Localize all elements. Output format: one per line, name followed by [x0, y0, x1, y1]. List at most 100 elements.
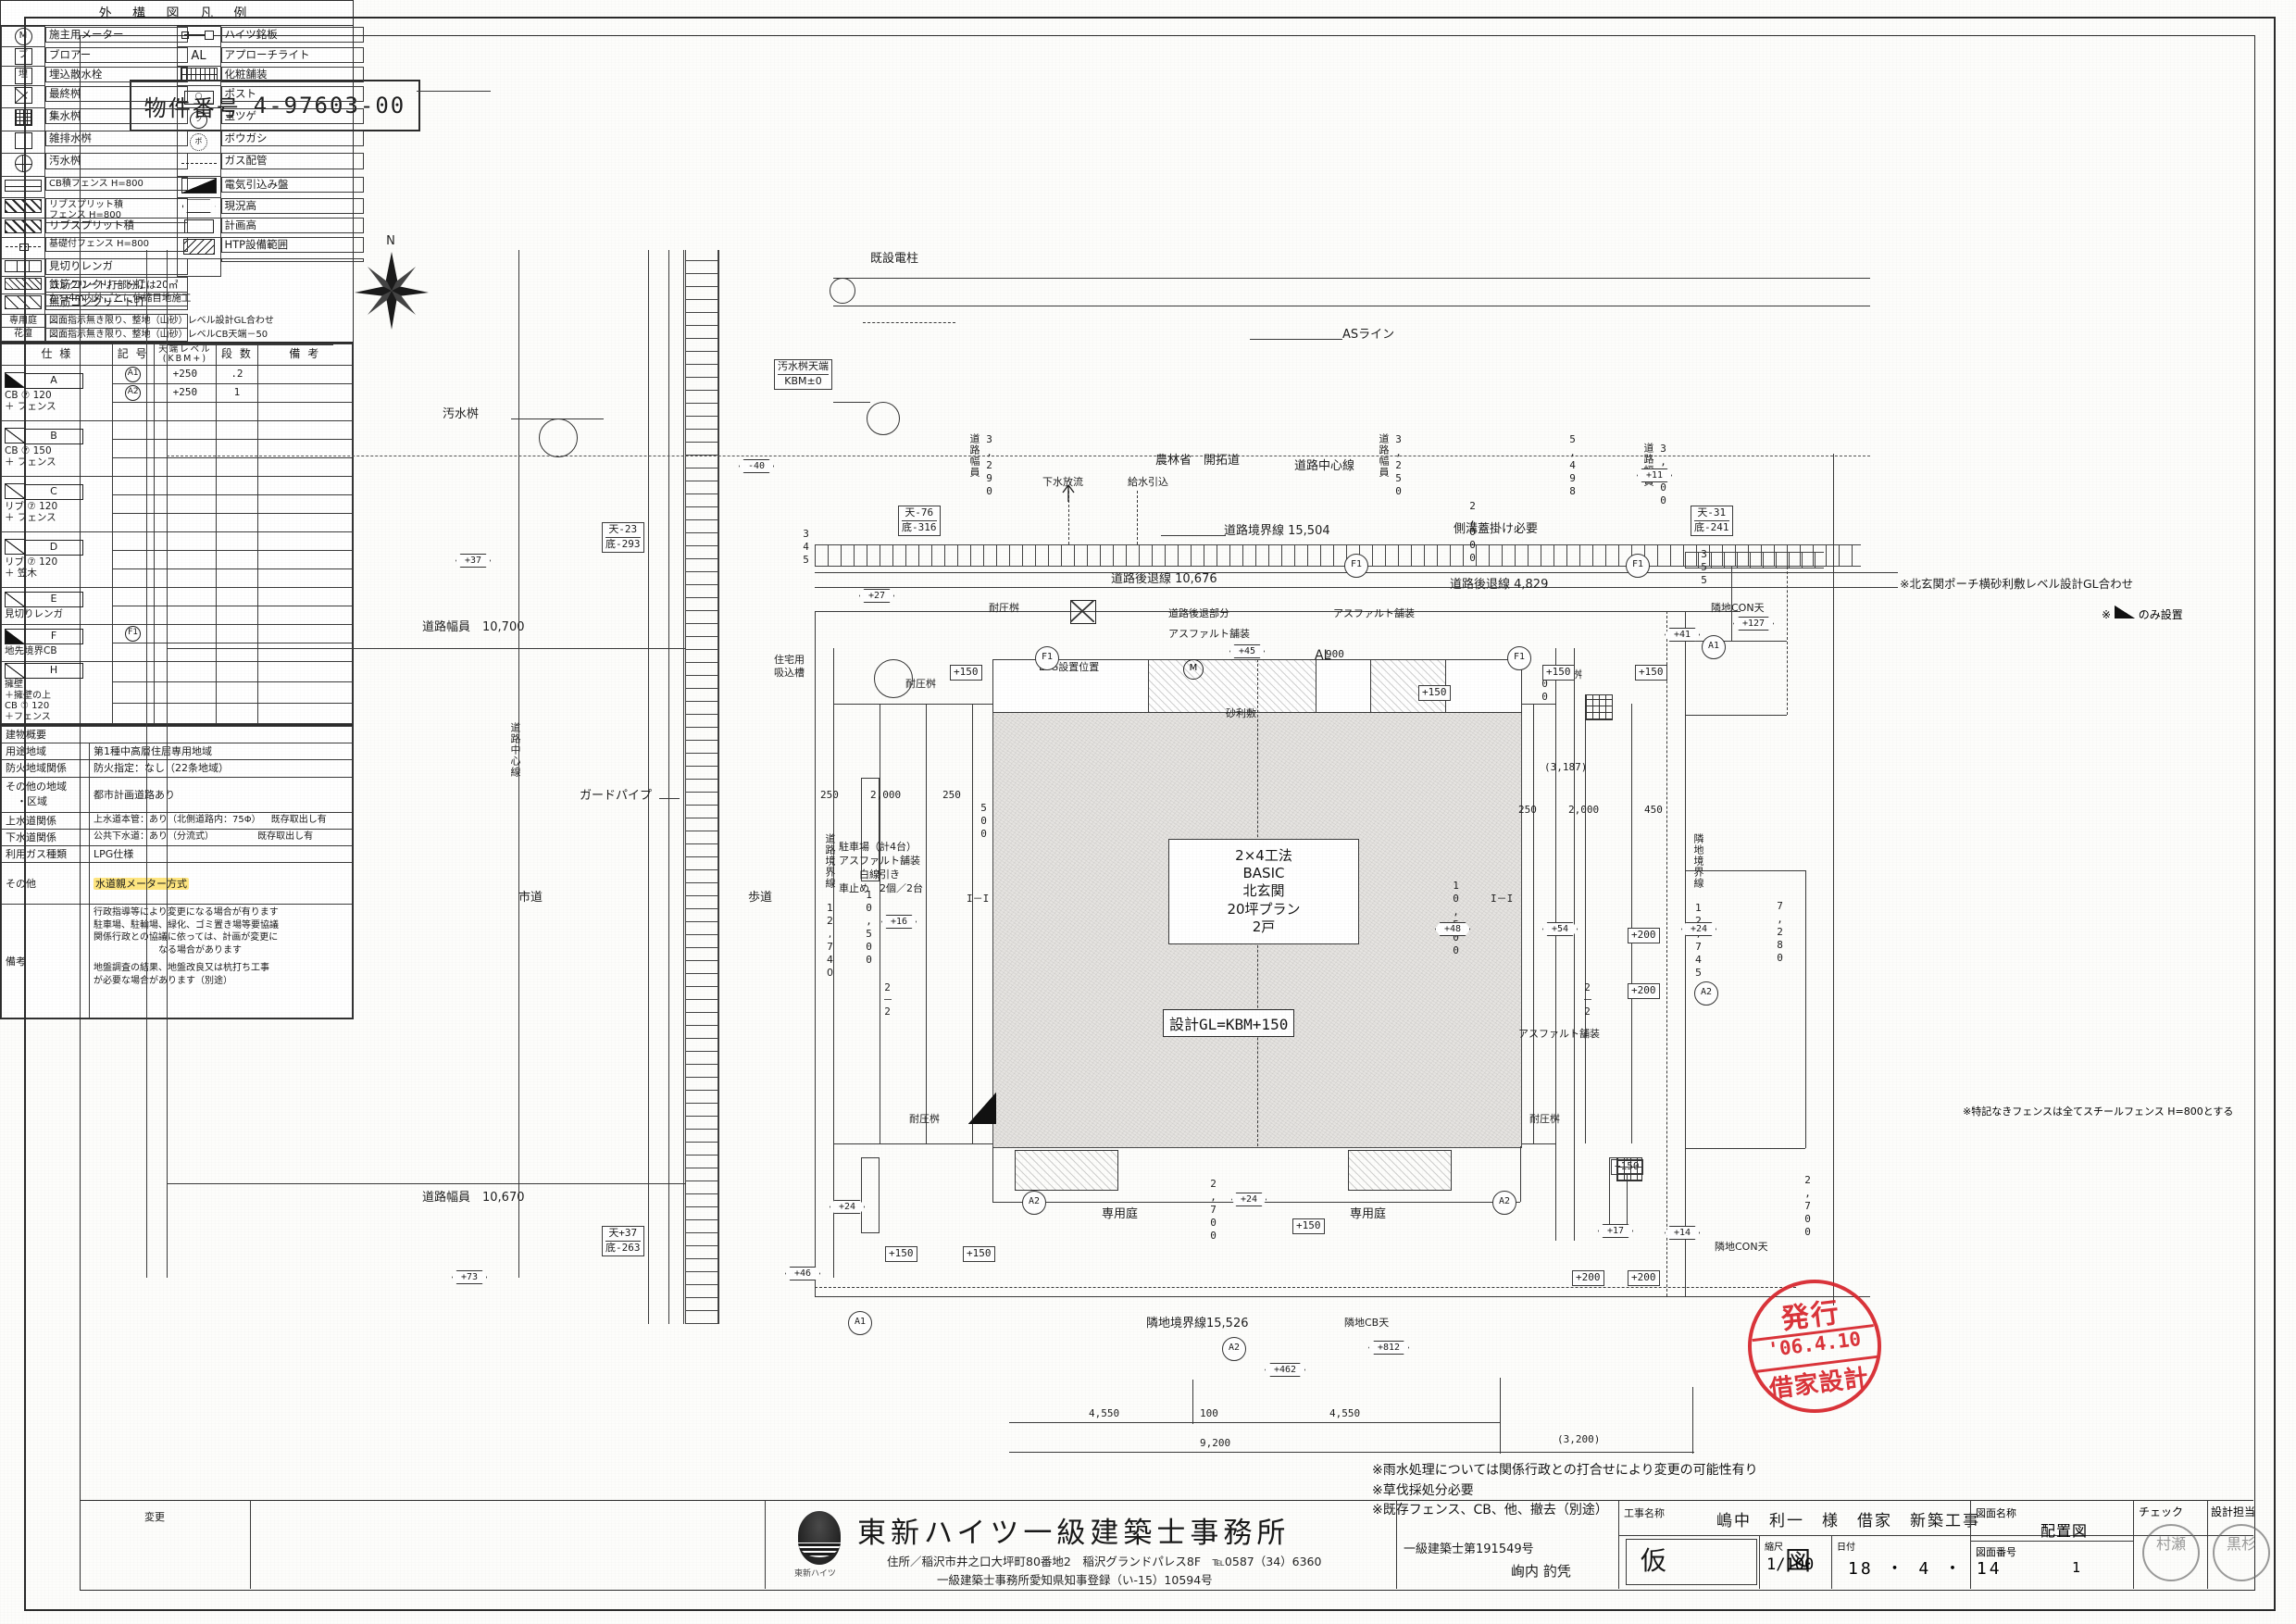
- level-diamond-+46: +46: [785, 1267, 821, 1280]
- spec-level: +250: [153, 382, 218, 403]
- biko-line: 関係行政との協議に依っては、計画が変更に: [94, 932, 279, 943]
- legend-label: 見切りレンガ: [45, 258, 188, 275]
- spec-row: H 擁壁 ＋擁壁の上 CB ⑦ 120 ＋フェンス: [1, 660, 354, 725]
- noringsho-label: 農林省 開拓道: [1155, 454, 1241, 468]
- marker-f1-a: F1: [1035, 646, 1059, 670]
- spec-biko: [256, 702, 354, 725]
- plate-150-e: +150: [885, 1246, 917, 1262]
- up-arrow-icon: [1057, 483, 1079, 504]
- section-marker-i-i: I－I: [967, 893, 990, 905]
- bldg-value: 第1種中高層住居専用地域: [89, 743, 353, 761]
- spec-row: [2, 512, 354, 532]
- reinforced-concrete-icon: [1, 276, 45, 295]
- legend-label: HTP設備範囲: [220, 237, 364, 254]
- plate-200-d: +200: [1628, 1270, 1660, 1286]
- legend-label: リブスプリット積: [45, 218, 188, 234]
- spec-desc-l2: ＋ フェンス: [5, 456, 56, 468]
- check-label: チェック: [2139, 1505, 2184, 1518]
- property-number-label: 物件番号: [144, 94, 241, 121]
- spec-desc-l1: リブ ⑦ 120: [5, 556, 58, 568]
- spec-group-H: H 擁壁 ＋擁壁の上 CB ⑦ 120 ＋フェンス: [1, 660, 113, 725]
- dim-2000c: 2,000: [1568, 804, 1600, 816]
- black-triangle-icon: [2114, 606, 2135, 618]
- spec-row: B CB ⑦ 150 ＋ フェンス: [1, 419, 354, 477]
- legend-label: 無筋コンクリート打: [45, 294, 188, 311]
- legend-row: リブスプリット積 フェンス H=800 現況高: [1, 197, 364, 223]
- flower-bed-key: 花壇: [1, 327, 45, 342]
- pressure-basin-label-2: 耐圧桝: [905, 678, 936, 690]
- drawing-no-value: 1: [2072, 1559, 2081, 1576]
- section-marker-2-2: 2－2: [881, 981, 893, 1018]
- parking-l3: 白線引き: [859, 868, 900, 881]
- dim-100: 100: [1200, 1407, 1218, 1419]
- fence-spec-table: 仕 様 記 号 天端レベル (KBM+) 段 数 備 考 A CB ⑦ 120 …: [0, 342, 354, 726]
- spec-row: [2, 438, 354, 458]
- dim-10500b: 10,500: [1450, 880, 1462, 957]
- plan-line: 2戸: [1252, 918, 1276, 935]
- meter-circle-m-icon: M: [1, 26, 45, 47]
- marker-a1-a: A1: [1702, 635, 1726, 659]
- bldg-value: LPG仕様: [89, 844, 353, 864]
- spec-group-B: B CB ⑦ 150 ＋ フェンス: [1, 419, 113, 477]
- level-diamond-+54: +54: [1542, 922, 1578, 936]
- scale-value: 1/100: [1766, 1555, 1815, 1574]
- plate-150-d: +150: [1635, 665, 1667, 681]
- spec-dan: [216, 702, 258, 725]
- final-basin-cross-icon: [1070, 600, 1094, 622]
- sewage-basin-top-label: 汚水桝天端: [778, 360, 829, 372]
- plate-150-g: +150: [1292, 1218, 1325, 1234]
- legend-row: 基礎付フェンス H=800 HTP設備範囲: [1, 236, 364, 259]
- final-basin-x-icon: [1, 85, 45, 109]
- legend-label: 化粧舗装: [220, 66, 364, 82]
- level-diamond-+24r: +24: [1681, 922, 1717, 936]
- date-label: 日付: [1837, 1543, 1855, 1553]
- work-name-label: 工事名称: [1624, 1507, 1665, 1519]
- legend-label: 施主用メーター: [45, 26, 188, 43]
- legend-row: 無筋コンクリート打: [1, 294, 353, 315]
- marker-a2-b: A2: [1492, 1191, 1516, 1215]
- spec-group-A: A CB ⑦ 120 ＋ フェンス: [1, 364, 113, 421]
- dim-7280: 7,280: [1774, 900, 1786, 965]
- gravel-label: 砂利敷: [1226, 707, 1256, 719]
- legend-row: M 施主用メーター ハイツ銘板: [1, 26, 364, 47]
- architect-license-no: 一級建築士第191549号: [1404, 1543, 1534, 1556]
- legend-empty-cell: [220, 258, 364, 263]
- level-box-line: 底-263: [605, 1240, 641, 1254]
- spec-row: [2, 702, 354, 725]
- spec-desc-l1: 擁壁: [5, 680, 23, 691]
- spec-desc-l3: CB ⑦ 120: [5, 701, 50, 712]
- residential-absorb-label: 住宅用 吸込槽: [774, 654, 805, 680]
- legend-label: 図面指示無き限り、整地（山砂）レベルCB天端－50: [45, 327, 268, 343]
- spec-desc-l2: ＋ フェンス: [5, 401, 56, 413]
- legend-label: ハイツ銘板: [220, 26, 364, 43]
- asphalt-paving-label: アスファルト舗装: [1333, 607, 1415, 619]
- dim-5498: 5,498: [1566, 433, 1578, 498]
- legend-label: ブロアー: [45, 46, 188, 63]
- bottom-notes: ※雨水処理については関係行政との打合せにより変更の可能性有り ※草伐採処分必要 …: [1372, 1461, 1758, 1521]
- road-setback-label: 道路後退線 10,676: [1111, 572, 1217, 586]
- road-boundary-v-label: 道路境界線 12,740: [824, 833, 836, 980]
- legend-row: ブ ブロアー AL アプローチライト: [1, 46, 364, 67]
- property-number-value: 4-97603-00: [253, 93, 406, 119]
- dim-2700b: 2,700: [1802, 1174, 1814, 1239]
- level-box-1: 天-23 底-293: [602, 522, 644, 553]
- spec-code: A: [24, 372, 83, 389]
- company-logo-icon: [798, 1511, 841, 1565]
- north-arrow-icon: N: [350, 231, 433, 333]
- diagonal-symbol-icon: [5, 483, 24, 500]
- road-center-vertical-label: 道路中心線: [509, 722, 521, 778]
- legend-row: 見切りレンガ: [1, 257, 364, 278]
- level-box-2: 天-76 底-316: [898, 506, 941, 536]
- bldg-value: 都市計画道路あり: [89, 776, 353, 813]
- existing-pole-label: 既設電柱: [870, 252, 919, 266]
- spec-row: E 見切りレンガ: [1, 586, 354, 625]
- legend-label: 埋込散水栓: [45, 66, 188, 82]
- side-ditch-note-label: 側溝蓋掛け必要: [1454, 522, 1539, 536]
- neighbor-cb-top-label: 隣地CB天: [1344, 1317, 1390, 1329]
- legend-label: 集水桝: [45, 107, 188, 125]
- bldg-value: 水道親メーター方式: [89, 862, 353, 906]
- building-outline-table: 建物概要 用途地域 第1種中高層住居専用地域 防火地域関係 防火指定：なし（22…: [0, 725, 354, 1020]
- spec-desc-l1: リブ ⑦ 120: [5, 500, 58, 512]
- edging-brick-icon: [1, 257, 45, 278]
- biko-line: 地盤調査の結果、地盤改良又は杭打ち工事: [94, 963, 269, 974]
